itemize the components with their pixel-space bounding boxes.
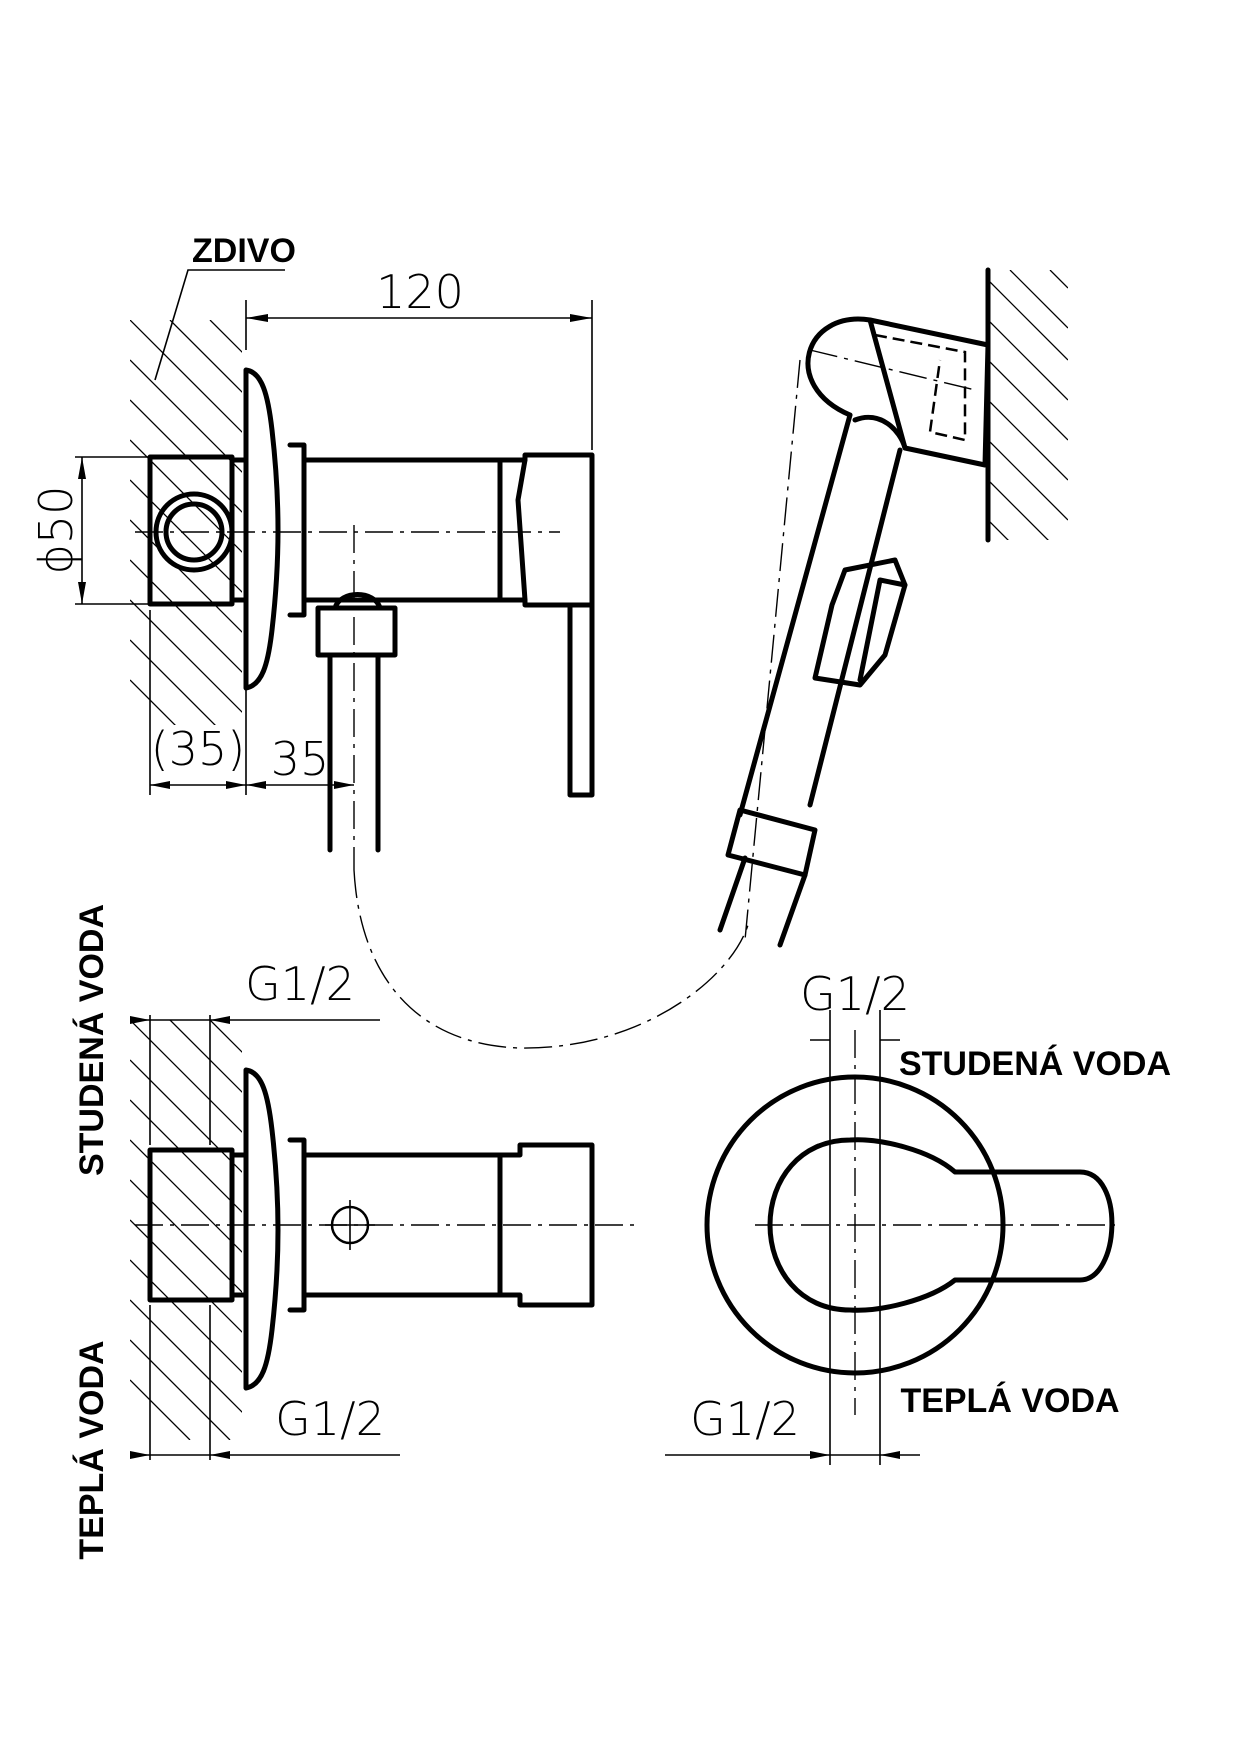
dim-diameter-label: ϕ50 xyxy=(29,486,83,575)
wall-label-leader: ZDIVO xyxy=(154,232,296,381)
valve-side-view xyxy=(130,320,595,870)
dim-wall-depth-label: (35) xyxy=(151,722,245,776)
wall-hatching xyxy=(130,320,242,725)
hose-path xyxy=(353,869,749,1049)
valve-top-view: G1/2 G1/2 xyxy=(130,957,640,1460)
hot-water-label-right: TEPLÁ VODA xyxy=(900,1382,1119,1420)
thread-label-top: G1/2 xyxy=(245,957,355,1011)
dim-120-label: 120 xyxy=(376,265,464,319)
cold-water-label-right: STUDENÁ VODA xyxy=(899,1045,1171,1083)
dimension-120: 120 xyxy=(245,265,593,450)
thread-label-front-bottom: G1/2 xyxy=(690,1392,800,1446)
dimension-35-pair: (35) 35 xyxy=(149,610,354,795)
hand-shower xyxy=(717,267,1068,948)
thread-label-bottom: G1/2 xyxy=(275,1392,385,1446)
wall-hatching-bottom xyxy=(130,1020,242,1440)
hot-water-label-left: TEPLÁ VODA xyxy=(73,1340,111,1559)
cold-water-label-left: STUDENÁ VODA xyxy=(73,904,111,1176)
dimension-diameter-50: ϕ50 xyxy=(29,456,150,605)
wall-hatching-right xyxy=(988,270,1068,540)
dim-outlet-offset-label: 35 xyxy=(271,732,330,786)
valve-front-view: G1/2 G1/2 xyxy=(665,967,1115,1465)
thread-label-front-top: G1/2 xyxy=(800,967,910,1021)
wall-label: ZDIVO xyxy=(192,232,296,270)
